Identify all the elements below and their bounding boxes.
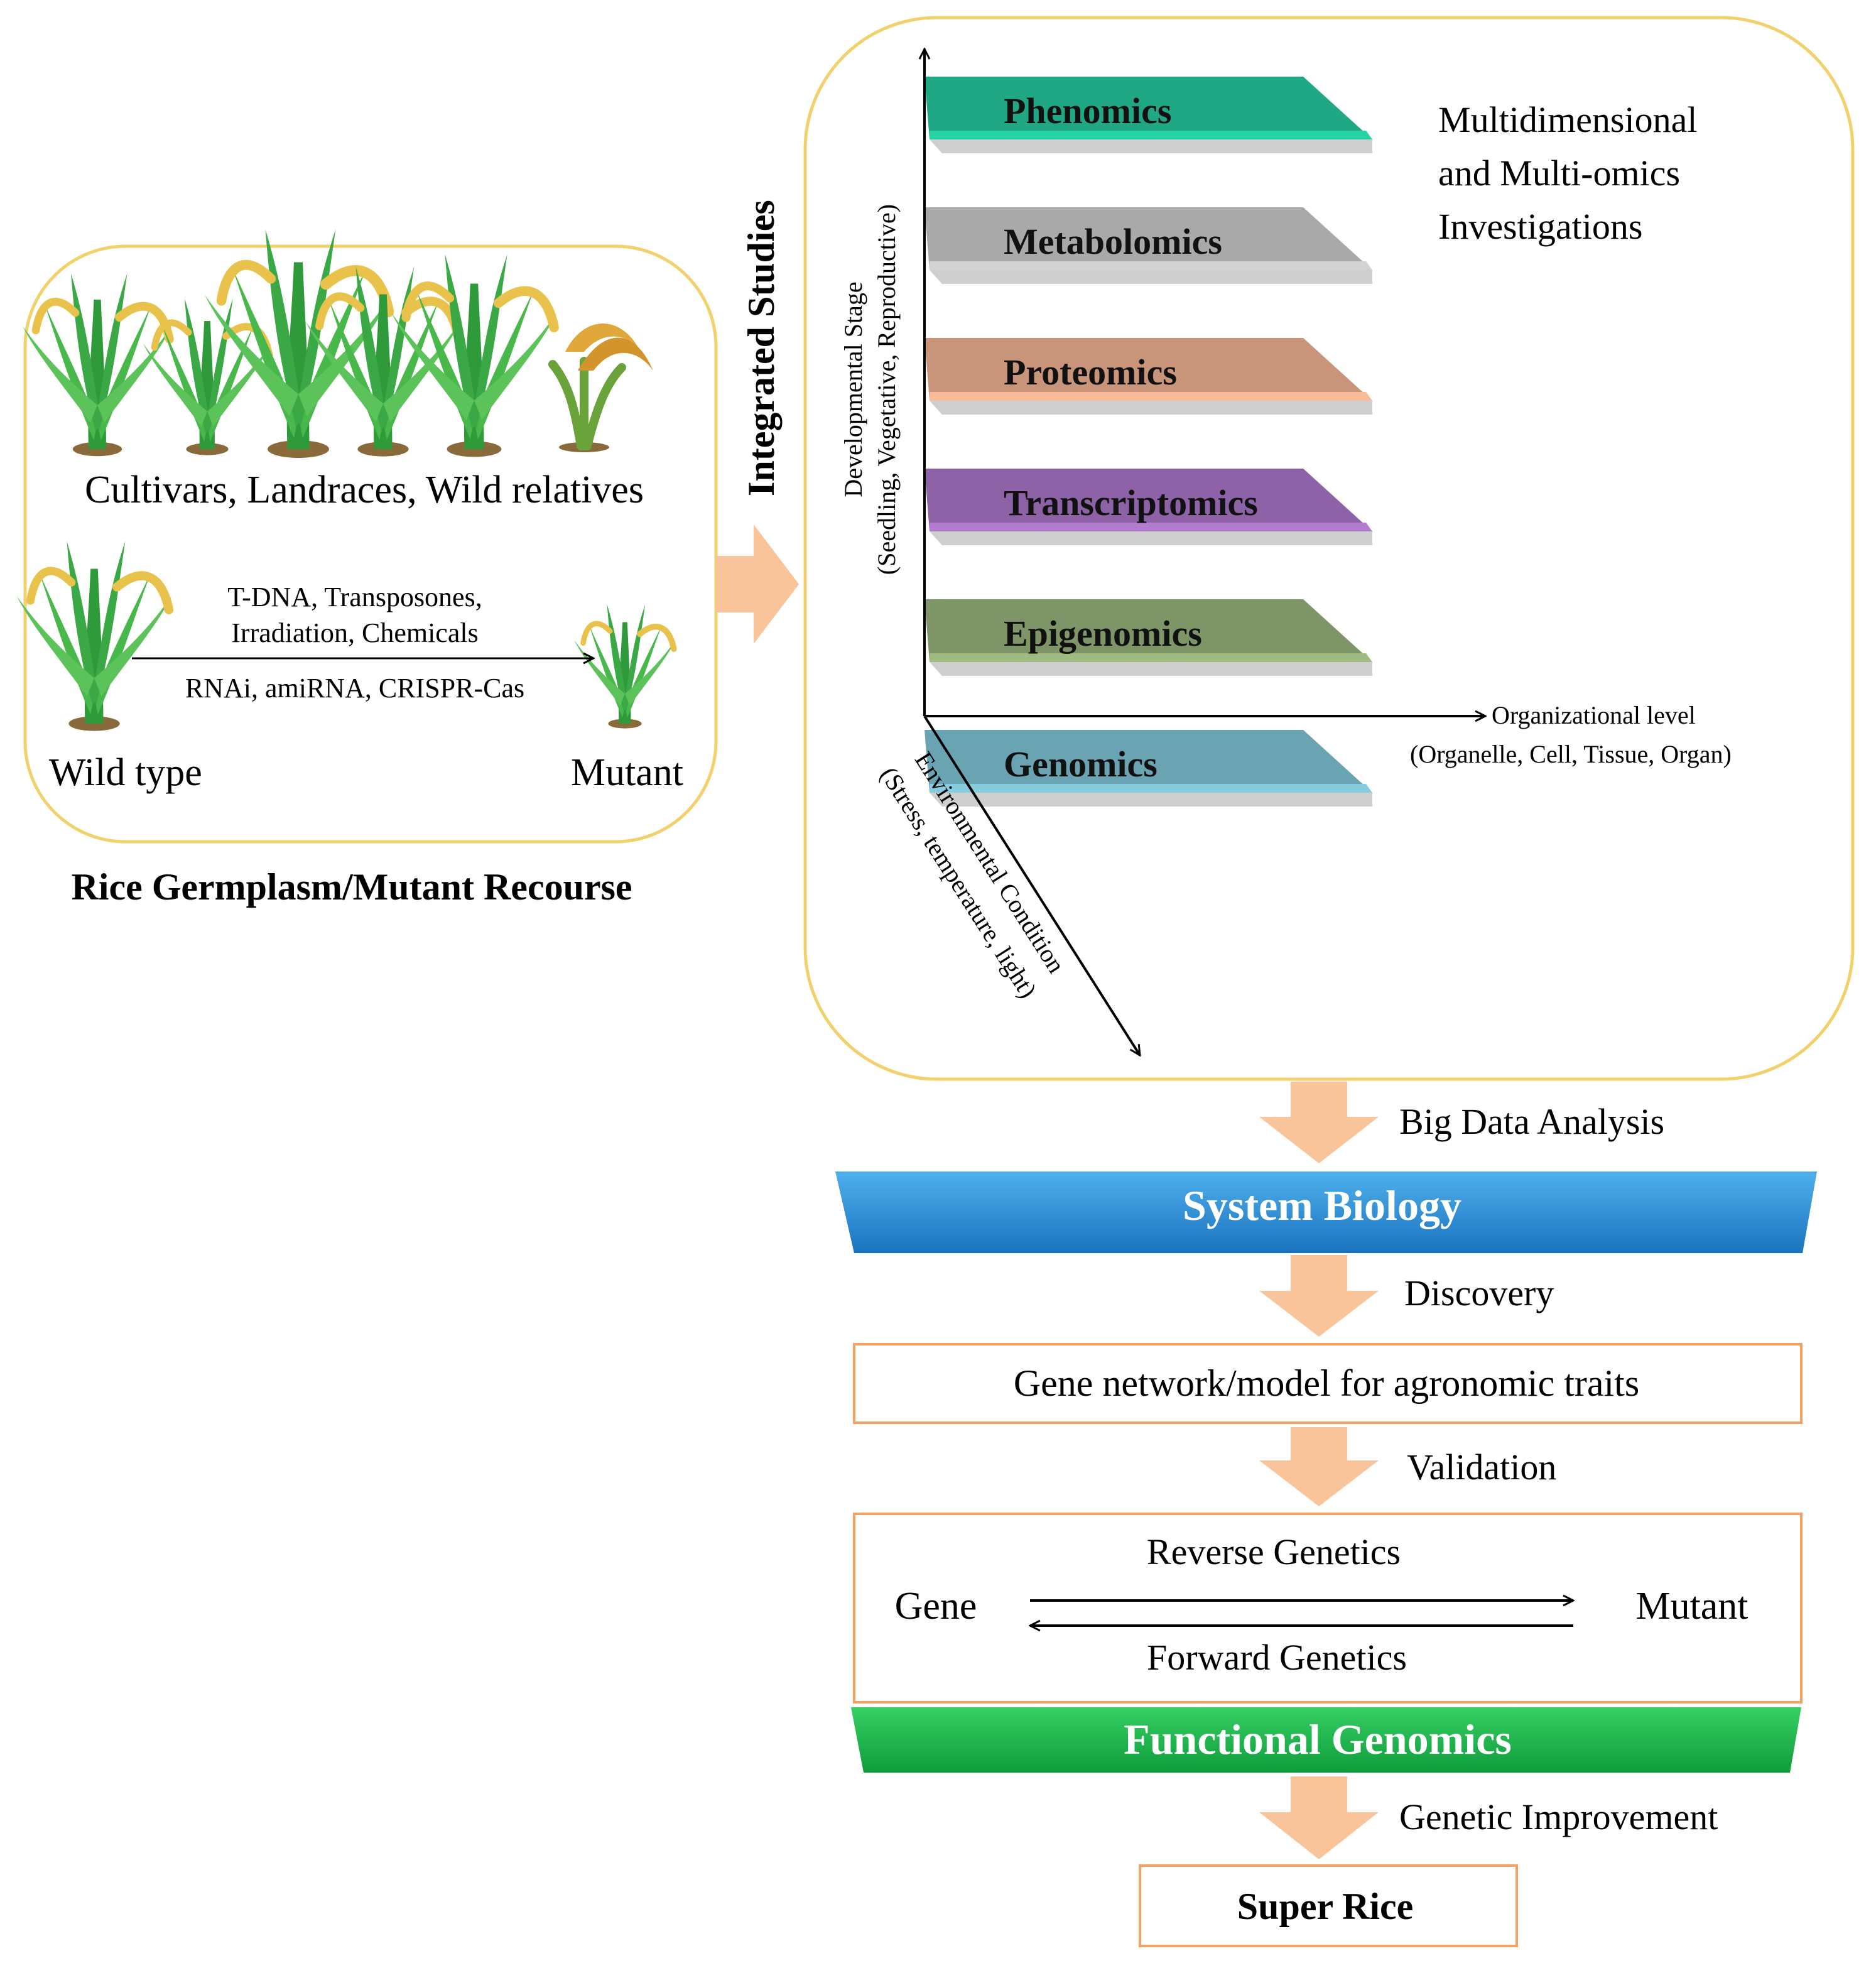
super-rice-label: Super Rice bbox=[1237, 1886, 1414, 1927]
omics-layer-epigenomics: Epigenomics bbox=[924, 599, 1372, 676]
organizational-axis-title: Organizational level bbox=[1492, 701, 1696, 729]
reverse-genetics-label: Reverse Genetics bbox=[1147, 1531, 1401, 1572]
omics-layer-face bbox=[924, 338, 1372, 401]
super-rice-box bbox=[1139, 1864, 1518, 1947]
germplasm-title: Rice Germplasm/Mutant Recourse bbox=[71, 866, 632, 908]
gene-network-label: Gene network/model for agronomic traits bbox=[1014, 1362, 1639, 1404]
wild-type-label: Wild type bbox=[49, 751, 202, 794]
omics-layer-label: Phenomics bbox=[1004, 90, 1171, 131]
omics-layer-label: Genomics bbox=[1004, 744, 1158, 785]
omics-layer-proteomics: Proteomics bbox=[924, 338, 1372, 415]
organizational-axis-subtitle: (Organelle, Cell, Tissue, Organ) bbox=[1410, 740, 1732, 768]
omics-layer-face bbox=[924, 469, 1372, 531]
omics-layer-highlight bbox=[930, 523, 1372, 531]
omics-layer-label: Metabolomics bbox=[1004, 221, 1222, 262]
omics-layer-phenomics: Phenomics bbox=[924, 77, 1372, 153]
omics-description-line2: and Multi-omics bbox=[1438, 153, 1680, 193]
omics-layer-label: Epigenomics bbox=[1004, 613, 1202, 654]
omics-layer-edge bbox=[930, 139, 1372, 153]
omics-layer-label: Proteomics bbox=[1004, 352, 1177, 393]
methods-top-line2: Irradiation, Chemicals bbox=[231, 617, 478, 648]
row1-caption: Cultivars, Landraces, Wild relatives bbox=[85, 469, 644, 511]
omics-layer-highlight bbox=[930, 653, 1372, 662]
discovery-label: Discovery bbox=[1404, 1273, 1554, 1313]
discovery-arrow bbox=[1259, 1255, 1379, 1337]
genetic-improvement-label: Genetic Improvement bbox=[1399, 1796, 1718, 1837]
rice-plant-wild-2 bbox=[548, 323, 653, 452]
gene-network-box bbox=[853, 1343, 1803, 1424]
omics-layer-highlight bbox=[930, 392, 1372, 401]
omics-layer-edge bbox=[930, 793, 1372, 807]
forward-genetics-label: Forward Genetics bbox=[1147, 1637, 1407, 1678]
system-biology-label: System Biology bbox=[1183, 1182, 1461, 1229]
genetic-improvement-arrow bbox=[1259, 1776, 1379, 1859]
omics-description-line1: Multidimensional bbox=[1438, 99, 1697, 140]
developmental-axis-title: Developmental Stage bbox=[839, 281, 867, 497]
omics-description-line3: Investigations bbox=[1438, 206, 1642, 247]
validation-label: Validation bbox=[1407, 1447, 1556, 1487]
methods-bottom: RNAi, amiRNA, CRISPR-Cas bbox=[185, 673, 524, 704]
omics-layer-edge bbox=[930, 662, 1372, 676]
omics-layer-edge bbox=[930, 270, 1372, 284]
developmental-axis-subtitle: (Seedling, Vegetative, Reproductive) bbox=[872, 204, 901, 575]
environmental-axis bbox=[923, 715, 1140, 1055]
omics-layer-label: Transcriptomics bbox=[1004, 482, 1258, 523]
omics-layer-edge bbox=[930, 401, 1372, 415]
omics-layer-highlight bbox=[930, 131, 1372, 139]
mutant-label: Mutant bbox=[571, 751, 683, 794]
omics-layer-edge bbox=[930, 531, 1372, 545]
big-data-label: Big Data Analysis bbox=[1399, 1101, 1664, 1142]
system-biology-banner bbox=[835, 1171, 1817, 1253]
omics-layer-transcriptomics: Transcriptomics bbox=[924, 469, 1372, 545]
genetics-box bbox=[853, 1513, 1803, 1704]
validation-arrow bbox=[1259, 1427, 1379, 1506]
methods-top-line1: T-DNA, Transposones, bbox=[227, 582, 482, 612]
big-data-arrow bbox=[1259, 1082, 1379, 1163]
omics-layer-face bbox=[924, 730, 1372, 793]
integrated-arrow bbox=[716, 525, 799, 644]
omics-layer-highlight bbox=[930, 784, 1372, 793]
omics-layer-face bbox=[924, 599, 1372, 662]
omics-layers: PhenomicsMetabolomicsProteomicsTranscrip… bbox=[924, 77, 1372, 807]
omics-layer-face bbox=[924, 77, 1372, 139]
omics-layer-genomics: Genomics bbox=[924, 730, 1372, 807]
omics-panel bbox=[803, 16, 1855, 1081]
omics-layer-highlight bbox=[930, 261, 1372, 270]
integrated-studies-label: Integrated Studies bbox=[740, 200, 782, 496]
omics-layer-metabolomics: Metabolomics bbox=[924, 207, 1372, 284]
gene-label: Gene bbox=[895, 1585, 977, 1628]
genetics-mutant-label: Mutant bbox=[1635, 1585, 1748, 1628]
functional-genomics-banner bbox=[851, 1707, 1801, 1773]
functional-genomics-label: Functional Genomics bbox=[1124, 1715, 1512, 1763]
omics-layer-face bbox=[924, 207, 1372, 270]
